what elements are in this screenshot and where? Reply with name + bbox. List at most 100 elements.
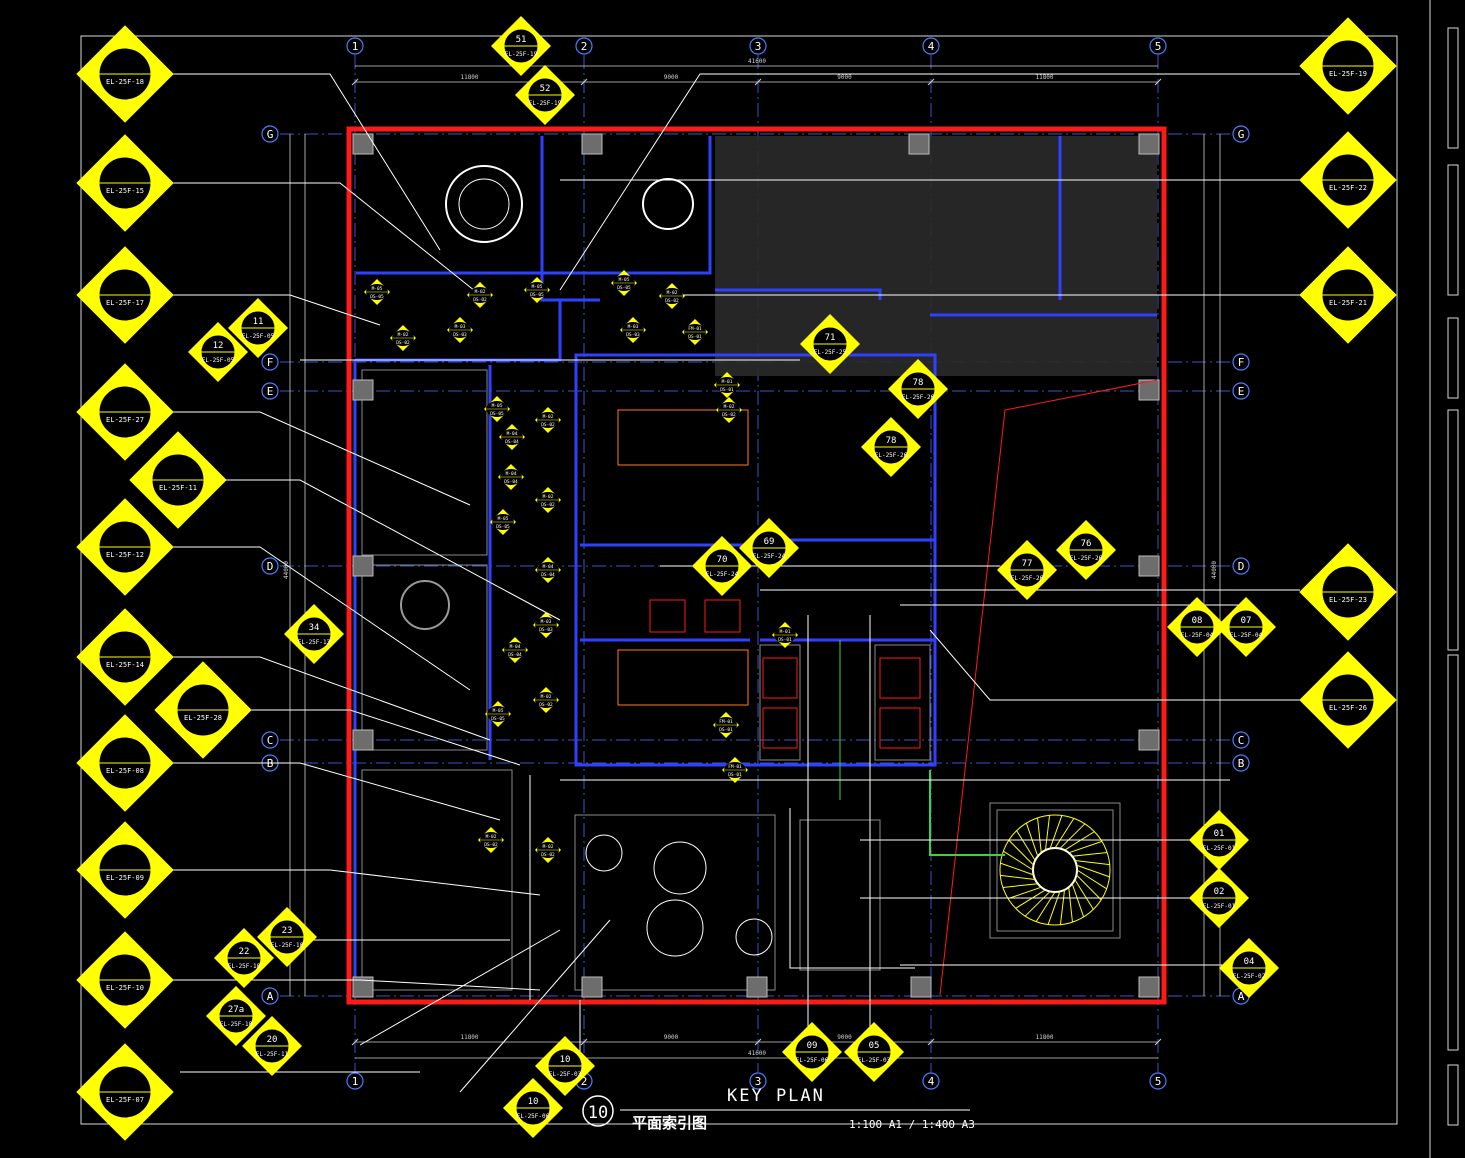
door-tag-spec: DS-05	[490, 411, 504, 417]
outer-wall	[346, 126, 1167, 1005]
grid-label-row: F	[1238, 356, 1245, 369]
tag-left: 65	[1328, 581, 1338, 590]
tag-right: 48	[135, 63, 145, 72]
stair-tread	[1076, 864, 1110, 878]
tag-code: EL-25F-11	[159, 484, 197, 492]
stair-tread	[1035, 891, 1056, 922]
leader-line	[459, 919, 611, 1093]
building-plan	[346, 126, 1167, 1075]
tag-top: 53	[1343, 44, 1353, 53]
grid-label-row: E	[267, 385, 274, 398]
tag-number: 11	[253, 317, 264, 327]
tag-code: EL-25F-04	[1230, 632, 1263, 639]
tag-number: 02	[1214, 887, 1225, 897]
round-table-2	[642, 178, 694, 230]
tag-left: 50	[105, 63, 115, 72]
grid-bubble-row	[1232, 557, 1250, 575]
column	[908, 133, 930, 155]
tag-bottom: 32	[120, 562, 130, 571]
column	[581, 133, 603, 155]
door-tag-code: M-03	[455, 324, 466, 330]
door-tag-spec: DS-01	[720, 387, 734, 393]
tag-number: 51	[516, 35, 527, 45]
tag-left: 56	[1328, 55, 1338, 64]
door-tag-code: M-05	[619, 277, 630, 283]
tag-top: 62	[1343, 158, 1353, 167]
tag-code: EL-25F-05	[242, 333, 275, 340]
door-tag-code: M-03	[541, 619, 552, 625]
stair-tread	[1074, 879, 1094, 910]
door-tag-spec: DS-02	[665, 298, 679, 304]
